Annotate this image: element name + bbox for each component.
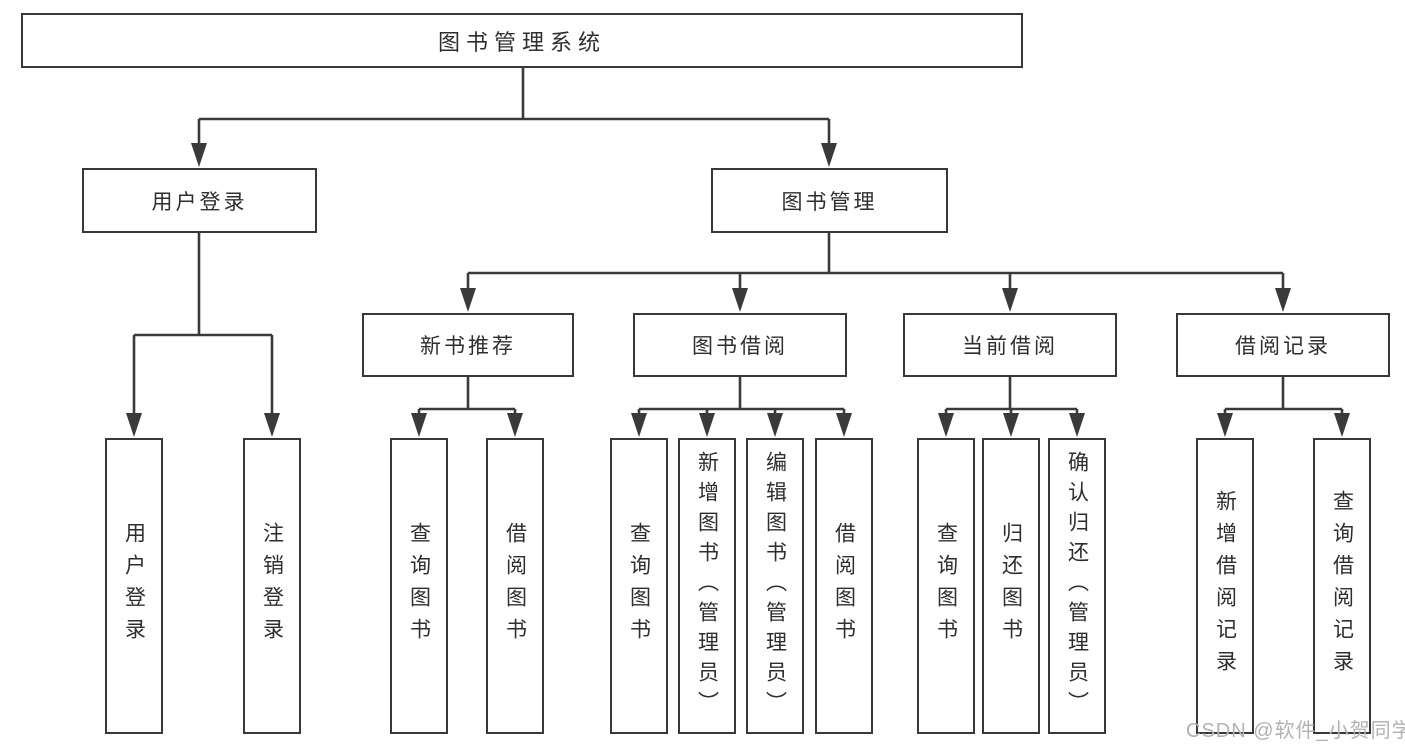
node-library-management-system: 图书管理系统 <box>21 13 1023 68</box>
node-borrow-records: 借阅记录 <box>1176 313 1390 377</box>
leaf-query-books-recommend: 查询图书 <box>390 438 448 734</box>
leaf-logout: 注销登录 <box>243 438 301 734</box>
leaf-add-book-admin: 新增图书（管理员） <box>678 438 736 734</box>
node-new-book-recommend: 新书推荐 <box>362 313 574 377</box>
leaf-query-books-borrow: 查询图书 <box>610 438 668 734</box>
leaf-query-books-current: 查询图书 <box>917 438 975 734</box>
leaf-query-borrow-record: 查询借阅记录 <box>1313 438 1371 734</box>
leaf-edit-book-admin: 编辑图书（管理员） <box>746 438 804 734</box>
node-book-management: 图书管理 <box>711 168 948 233</box>
leaf-borrow-books-borrow: 借阅图书 <box>815 438 873 734</box>
leaf-return-books: 归还图书 <box>982 438 1040 734</box>
leaf-add-borrow-record: 新增借阅记录 <box>1196 438 1254 734</box>
leaf-borrow-books-recommend: 借阅图书 <box>486 438 544 734</box>
node-current-borrow: 当前借阅 <box>903 313 1117 377</box>
leaf-confirm-return-admin: 确认归还（管理员） <box>1048 438 1106 734</box>
node-book-borrow: 图书借阅 <box>633 313 847 377</box>
leaf-user-login: 用户登录 <box>105 438 163 734</box>
watermark: CSDN @软件_小贺同学 <box>1186 720 1405 742</box>
node-user-login: 用户登录 <box>82 168 317 233</box>
